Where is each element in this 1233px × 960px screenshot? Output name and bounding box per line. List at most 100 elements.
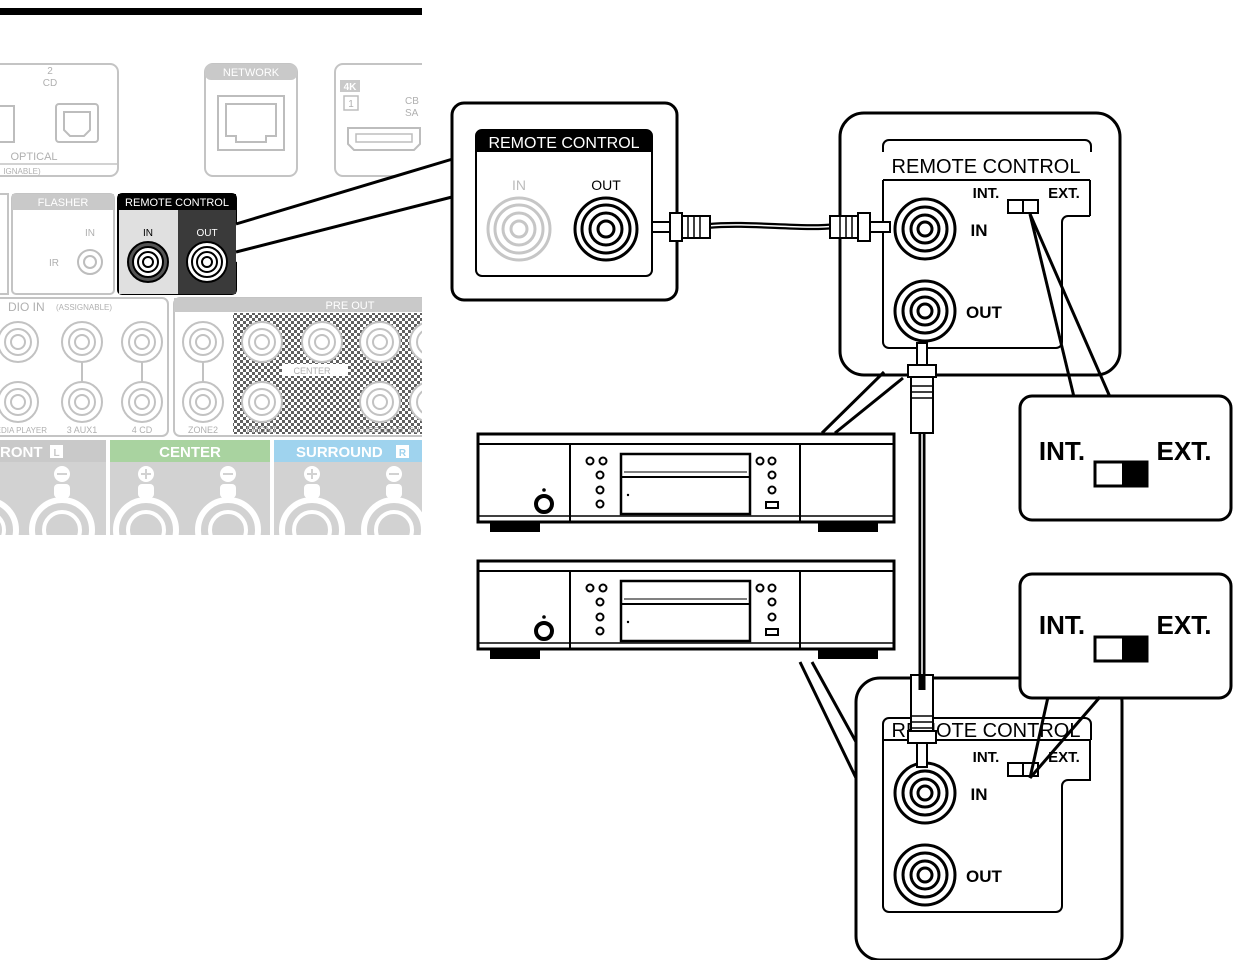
switch-top-pointer-1 bbox=[1028, 213, 1076, 398]
device-bottom-int-label: INT. bbox=[973, 749, 1000, 766]
speaker-front-badge-bg bbox=[50, 445, 63, 458]
speaker-post bbox=[361, 466, 422, 535]
speaker-terminal-posts bbox=[0, 466, 422, 535]
callout-line-lower bbox=[235, 194, 457, 254]
switch-top-slider bbox=[1093, 460, 1149, 488]
remote-section-label: REMOTE CONTROL bbox=[125, 197, 229, 209]
flasher-jack-inner bbox=[83, 255, 97, 269]
device-top-in-label: IN bbox=[971, 221, 988, 240]
optical-label: OPTICAL bbox=[10, 151, 57, 163]
switch-callout-top: INT. EXT. bbox=[1018, 213, 1233, 522]
remote-in-label: IN bbox=[143, 228, 153, 239]
speaker-surround-header bbox=[274, 440, 422, 462]
cd-number: 2 bbox=[47, 66, 53, 77]
jack-caption-surround: SURROUND bbox=[357, 426, 403, 435]
switch-bottom-ext-label: EXT. bbox=[1157, 610, 1212, 640]
device-bottom-ext-label: EXT. bbox=[1048, 749, 1080, 766]
device-top-inner-outline bbox=[882, 180, 1090, 349]
rca-jack bbox=[241, 381, 283, 423]
power-button bbox=[534, 621, 554, 641]
device-top-in-jack bbox=[893, 197, 957, 261]
device-top-remote-panel: REMOTE CONTROL INT. EXT. IN OUT bbox=[838, 111, 1122, 377]
jack-caption-aux1: 3 AUX1 bbox=[67, 425, 98, 435]
zoom-out-jack bbox=[573, 196, 639, 262]
rca-jack bbox=[359, 321, 401, 363]
usb-port bbox=[765, 501, 779, 509]
audio-in-label: DIO IN bbox=[8, 300, 45, 314]
speaker-post bbox=[279, 466, 345, 535]
speaker-front-label: RONT bbox=[0, 444, 43, 461]
device-bottom bbox=[476, 559, 896, 659]
optical-port-shape bbox=[63, 111, 91, 137]
optical-jack-1 bbox=[0, 105, 15, 143]
zoom-header bbox=[476, 130, 652, 152]
speaker-center-label: CENTER bbox=[159, 444, 221, 461]
device-bottom-in-label: IN bbox=[971, 785, 988, 804]
cd-label: CD bbox=[43, 78, 57, 89]
jack-caption-zone2: ZONE2 bbox=[188, 425, 218, 435]
device-top-title-bracket bbox=[882, 139, 1092, 152]
switch-callout-bottom: INT. EXT. bbox=[1018, 572, 1233, 779]
audio-in-assignable: (ASSIGNABLE) bbox=[56, 303, 112, 312]
switch-bottom-slider bbox=[1093, 635, 1149, 663]
rca-plug-right bbox=[829, 212, 891, 242]
rca-jack bbox=[0, 321, 39, 363]
flasher-in-label: IN bbox=[85, 228, 95, 239]
switch-top-ext-label: EXT. bbox=[1157, 436, 1212, 466]
device-top-out-label: OUT bbox=[966, 303, 1003, 322]
optical-jack-2 bbox=[55, 103, 99, 143]
receiver-remote-out-jack bbox=[186, 241, 228, 283]
pre-out-header bbox=[174, 298, 422, 312]
speaker-surround-badge: R bbox=[399, 448, 407, 459]
rca-jack bbox=[301, 321, 343, 363]
rca-plug-top bbox=[907, 342, 937, 434]
receiver-remote-in-jack bbox=[127, 241, 169, 283]
callout-wedge-fill bbox=[236, 158, 456, 262]
zoom-in-jack bbox=[486, 196, 552, 262]
hdmi-4k-badge: 4K bbox=[344, 82, 358, 93]
rca-jack bbox=[409, 322, 422, 362]
remote-section-header bbox=[118, 194, 236, 210]
jack-caption-front: FRONT bbox=[247, 425, 278, 435]
switch-top-int-label: INT. bbox=[1039, 436, 1085, 466]
switch-bottom-knob bbox=[1122, 637, 1147, 661]
device-top-ext-label: EXT. bbox=[1048, 185, 1080, 202]
ethernet-port-outer bbox=[217, 95, 285, 151]
receiver-remote-control-section: REMOTE CONTROL IN OUT bbox=[117, 193, 237, 295]
callout-top-device-line-1 bbox=[820, 370, 886, 435]
network-label: NETWORK bbox=[223, 67, 280, 79]
flasher-label: FLASHER bbox=[38, 197, 89, 209]
switch-top-knob bbox=[1122, 462, 1147, 486]
device-bottom-remote-panel: REMOTE CONTROL INT. EXT. IN OUT bbox=[854, 676, 1124, 960]
jack-caption-row: MEDIA PLAYER 3 AUX1 4 CD ZONE2 FRONT SUR… bbox=[0, 425, 420, 435]
power-button bbox=[534, 494, 554, 514]
device-top-mini-switch bbox=[1007, 199, 1039, 214]
receiver-rear-panel: 2 CD OPTICAL IGNABLE) NETWORK 4K 1 CB SA bbox=[0, 8, 422, 535]
hdmi-side-text-1: CB bbox=[405, 96, 419, 107]
device-bottom-out-label: OUT bbox=[966, 867, 1003, 886]
jack-caption-media-player: MEDIA PLAYER bbox=[0, 426, 47, 435]
hdmi-4k-badge-bg bbox=[340, 80, 360, 92]
device-top-out-jack bbox=[893, 279, 957, 343]
center-jack-label: CENTER bbox=[293, 366, 331, 376]
callout-top-device-line-2 bbox=[834, 376, 904, 435]
device-top bbox=[476, 432, 896, 532]
device-bottom-in-jack bbox=[893, 761, 957, 825]
cd-optical-block bbox=[0, 63, 119, 177]
rca-jack bbox=[241, 321, 283, 363]
speaker-post bbox=[29, 466, 95, 535]
speaker-post bbox=[0, 500, 19, 535]
switch-top-frame bbox=[1018, 394, 1233, 522]
rca-jack bbox=[61, 321, 103, 363]
ethernet-port-inner bbox=[225, 103, 277, 143]
hdmi-port-inner bbox=[355, 133, 413, 143]
rca-jack bbox=[182, 321, 224, 363]
speaker-surround-badge-bg bbox=[396, 445, 409, 458]
hdmi-block bbox=[334, 63, 422, 177]
cable-horizontal-highlight bbox=[707, 224, 837, 228]
hdmi-side-text-2: SA bbox=[405, 108, 419, 119]
rca-jack bbox=[61, 381, 103, 423]
rca-jack-grid bbox=[0, 321, 422, 423]
disc-tray bbox=[619, 579, 752, 643]
